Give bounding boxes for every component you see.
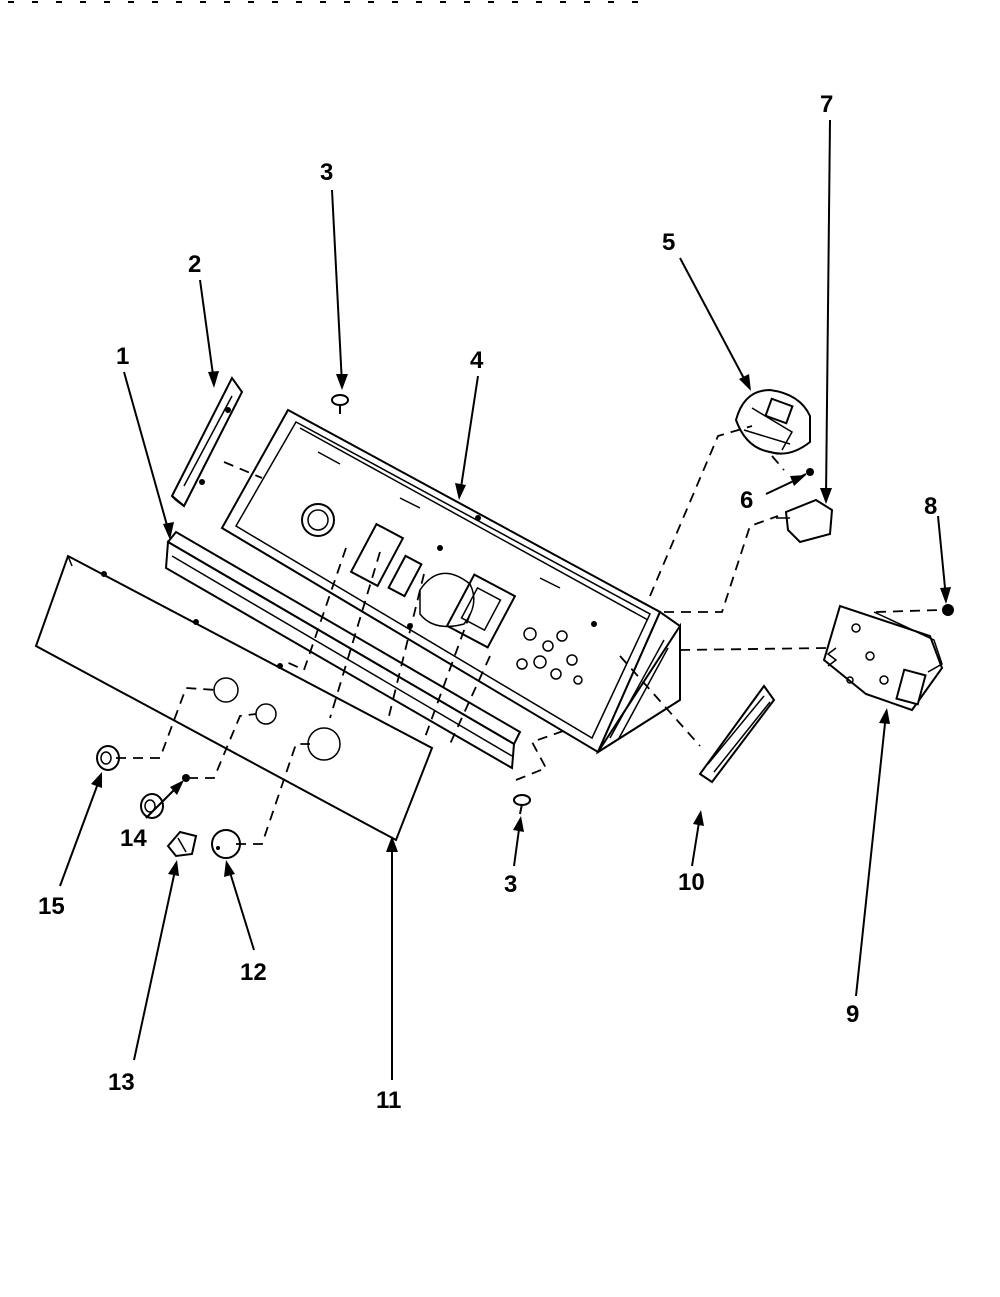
callout-10: 10 [678,869,705,896]
callout-11: 11 [376,1087,401,1114]
callout-labels: 1 2 3 3 4 5 6 7 8 9 10 11 12 13 14 15 [38,91,937,1114]
callout-3-bottom: 3 [504,871,517,898]
callout-4: 4 [470,347,484,374]
callout-5: 5 [662,229,675,256]
callout-8: 8 [924,493,937,520]
callout-2: 2 [188,251,201,278]
control-console-part-4 [220,408,681,755]
screw-part-3-top [331,394,349,414]
callout-1: 1 [116,343,129,370]
leader-arrows [59,119,951,1080]
switch-assembly-part-5 [734,388,811,455]
callout-6: 6 [740,487,753,514]
assembly-lines [116,425,941,845]
callout-3-top: 3 [320,159,333,186]
callout-14: 14 [120,825,147,852]
knob-part-12 [211,829,241,859]
screw-part-3-bottom [513,794,531,815]
switch-part-7 [776,498,834,544]
nut-part-8 [942,604,954,616]
callout-15: 15 [38,893,65,920]
callout-13: 13 [108,1069,135,1096]
callout-9: 9 [846,1001,859,1028]
knob-part-14 [140,774,190,819]
callout-7: 7 [820,91,833,118]
end-cap-right-part-10 [698,684,776,784]
control-board-part-9 [822,604,944,712]
end-cap-left-part-2 [170,376,244,508]
knob-part-15 [96,745,120,771]
callout-12: 12 [240,959,267,986]
clip-part-13 [166,830,198,858]
